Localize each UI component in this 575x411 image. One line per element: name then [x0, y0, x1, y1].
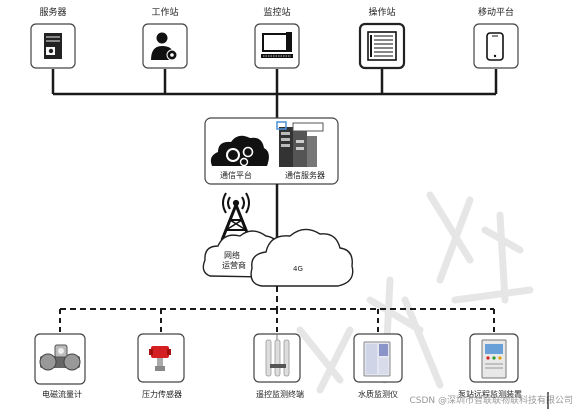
- label-server: 服务器: [39, 8, 67, 18]
- background-watermark-glyphs: [296, 191, 534, 394]
- device-water: [353, 333, 403, 383]
- operator-label-line1: 网络: [224, 250, 240, 260]
- server-icon: [44, 33, 62, 59]
- label-pump: 泵站远程监测装置: [458, 390, 522, 399]
- console-icon: [367, 31, 397, 61]
- node-workstation: [142, 23, 188, 69]
- label-terminal: 遥控监测终端: [256, 390, 304, 399]
- cloud-4g-label: 4G: [293, 265, 303, 273]
- label-comm-platform: 通信平台: [220, 171, 252, 180]
- platform-box: [204, 117, 339, 185]
- label-mobile: 移动平台: [477, 8, 515, 18]
- device-terminal: [253, 333, 301, 383]
- node-server: [30, 23, 76, 69]
- label-flowmeter: 电磁流量计: [42, 390, 82, 399]
- pump-station-cabinet-icon: [481, 339, 507, 379]
- device-pressure: [137, 333, 185, 383]
- phone-icon: [486, 32, 504, 61]
- label-operator: 操作站: [368, 8, 396, 18]
- cloud-gear-icon: [210, 135, 269, 167]
- label-comm-server: 通信服务器: [285, 171, 325, 180]
- node-monitor: [254, 23, 300, 69]
- device-flowmeter: [34, 333, 86, 385]
- flowmeter-icon: [39, 344, 81, 371]
- radio-tower-icon: [220, 192, 252, 241]
- csdn-watermark: CSDN @深圳市智联联物联科技有限公司: [409, 396, 573, 406]
- pressure-sensor-icon: [149, 346, 171, 371]
- device-pump: [469, 333, 519, 383]
- label-pressure: 压力传感器: [142, 390, 182, 399]
- server-rack-icon: [276, 121, 324, 167]
- water-quality-icon: [363, 341, 391, 377]
- operator-label-line2: 运营商: [222, 260, 246, 270]
- 4g-cloud: [250, 228, 354, 287]
- label-water: 水质监测仪: [358, 390, 398, 399]
- telemetry-terminal-icon: [265, 334, 290, 377]
- node-mobile: [473, 23, 519, 69]
- node-operator: [358, 22, 406, 70]
- user-gear-icon: [151, 32, 178, 61]
- label-monitor: 监控站: [263, 8, 291, 18]
- monitor-icon: [261, 32, 293, 58]
- label-workstation: 工作站: [151, 8, 179, 18]
